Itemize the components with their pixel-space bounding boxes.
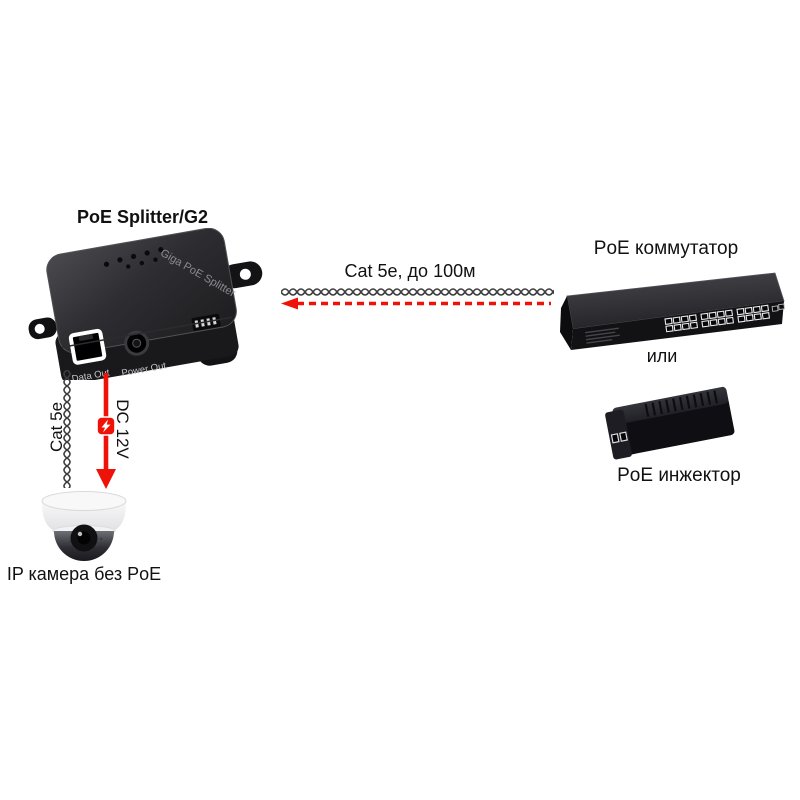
injector-front-face	[605, 409, 632, 460]
camera-top-cap	[41, 491, 127, 511]
injector-label: PoE инжектор	[617, 465, 741, 486]
uplink-cable-label: Cat 5e, до 100м	[344, 261, 476, 281]
camera-cable-label: Cat 5e	[47, 401, 66, 453]
arrow-left-dashed-icon	[281, 297, 551, 310]
switch-uplink-ports	[771, 303, 786, 312]
splitter-device: Giga PoE Splitter Data Out Power Out	[28, 228, 263, 380]
dc-power-label: DC 12V	[113, 399, 132, 459]
switch-port-group	[736, 304, 771, 323]
switch-label: PoE коммутатор	[593, 238, 739, 259]
splitter-title: PoE Splitter/G2	[76, 207, 209, 227]
or-label: или	[646, 346, 678, 366]
switch-print-area	[585, 327, 620, 344]
injector-device	[605, 386, 735, 460]
injector-vents	[644, 390, 718, 417]
camera-lens	[70, 524, 98, 552]
switch-side-face	[560, 296, 573, 350]
switch-port-group	[664, 314, 699, 333]
arrow-down-icon	[96, 373, 116, 489]
cat5e-cable-vertical	[61, 370, 73, 488]
injector-top-face	[612, 386, 729, 425]
led-indicators	[103, 247, 164, 269]
switch-device	[560, 272, 786, 350]
splitter-top-face	[46, 228, 237, 354]
lightning-bolt-icon	[96, 416, 116, 436]
cat5e-cable-horizontal	[281, 286, 554, 298]
camera-label: IP камера без PoE	[6, 564, 162, 584]
rj45-port-icon	[68, 328, 107, 365]
dc-jack-icon	[124, 330, 150, 356]
switch-port-group	[700, 309, 735, 328]
injector-rj45-ports	[610, 431, 628, 444]
injector-body	[614, 397, 735, 456]
camera-device	[41, 491, 127, 561]
